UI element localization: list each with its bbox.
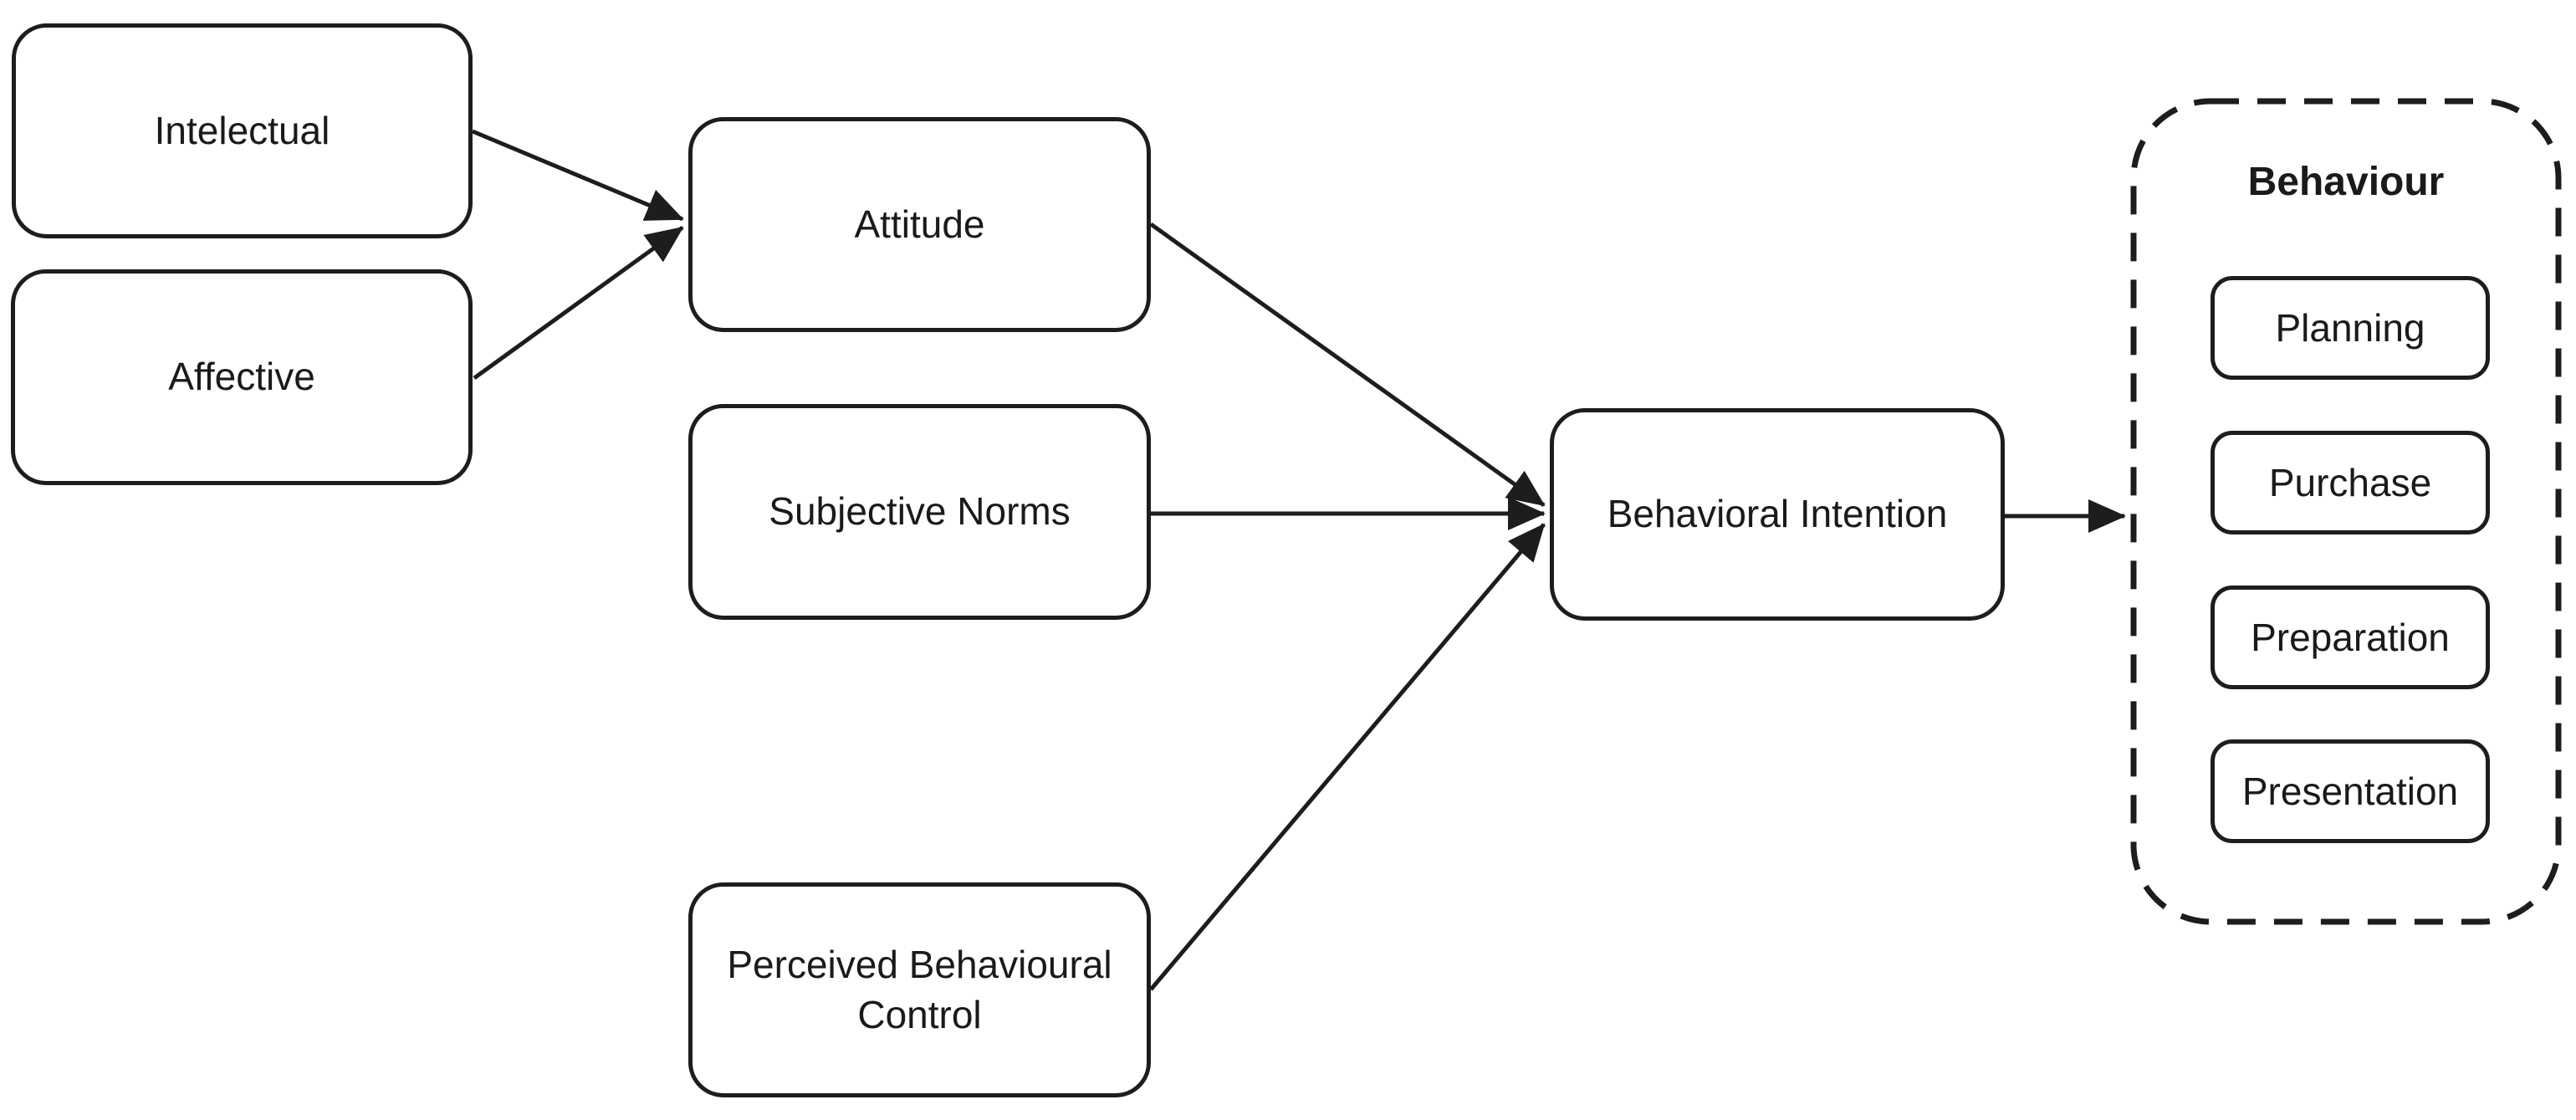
behaviour-group-dashed-border: [2130, 98, 2562, 925]
arrow-intelectual-to-attitude: [472, 129, 684, 222]
node-perceived-behavioural-control-label: Perceived Behavioural Control: [727, 942, 1112, 1036]
behaviour-item-presentation: Presentation: [2211, 739, 2490, 843]
node-intelectual-label: Intelectual: [154, 108, 330, 152]
node-subjective-norms-label: Subjective Norms: [769, 489, 1071, 534]
behaviour-item-purchase-label: Purchase: [2268, 461, 2432, 504]
node-subjective-norms: Subjective Norms: [688, 404, 1151, 620]
node-affective: Affective: [11, 269, 473, 485]
behaviour-group-title: Behaviour: [2247, 160, 2445, 204]
behaviour-item-preparation: Preparation: [2211, 586, 2490, 689]
behaviour-group: Behaviour Planning Purchase Preparation …: [2131, 99, 2561, 924]
node-behavioral-intention: Behavioral Intention: [1550, 408, 2005, 621]
node-affective-label: Affective: [168, 355, 315, 399]
arrow-affective-to-attitude: [473, 225, 684, 381]
node-attitude: Attitude: [688, 117, 1151, 332]
arrow-pbc-to-behavioral-intention: [1149, 523, 1546, 991]
behaviour-item-planning-label: Planning: [2275, 306, 2425, 350]
behaviour-item-planning: Planning: [2211, 276, 2490, 380]
node-perceived-behavioural-control: Perceived Behavioural Control: [688, 882, 1151, 1097]
node-intelectual: Intelectual: [12, 23, 473, 238]
behaviour-item-purchase: Purchase: [2211, 431, 2490, 534]
node-attitude-label: Attitude: [854, 202, 985, 246]
arrow-attitude-to-behavioral-intention: [1149, 222, 1546, 508]
node-behavioral-intention-label: Behavioral Intention: [1607, 492, 1948, 536]
behaviour-item-presentation-label: Presentation: [2241, 770, 2459, 813]
behaviour-item-preparation-label: Preparation: [2251, 616, 2450, 659]
